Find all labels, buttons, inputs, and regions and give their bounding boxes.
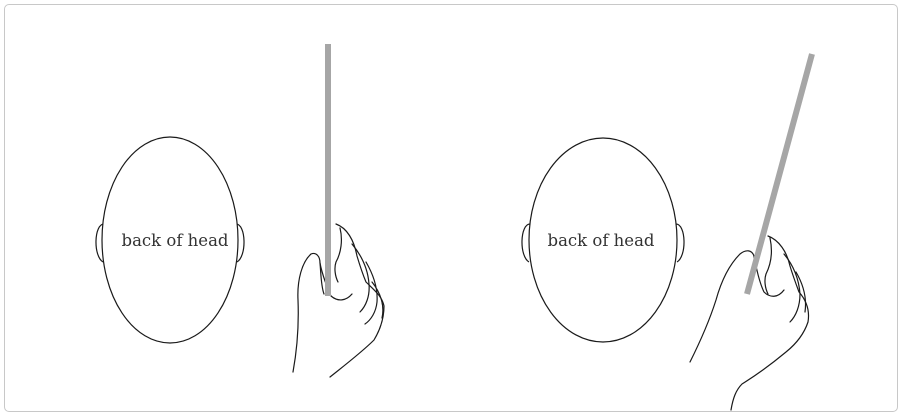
- panel-tilted: back of head: [522, 54, 812, 410]
- rod-tilted: [747, 54, 812, 294]
- panel-vertical: back of head: [96, 44, 384, 377]
- hand-right-outline: [690, 236, 809, 410]
- hand-left: [293, 224, 384, 377]
- head-left-label: back of head: [122, 231, 229, 250]
- hand-left-outline: [293, 224, 384, 377]
- hand-right: [690, 236, 809, 410]
- head-left: back of head: [96, 137, 244, 343]
- head-right: back of head: [522, 138, 684, 342]
- head-right-label: back of head: [548, 231, 655, 250]
